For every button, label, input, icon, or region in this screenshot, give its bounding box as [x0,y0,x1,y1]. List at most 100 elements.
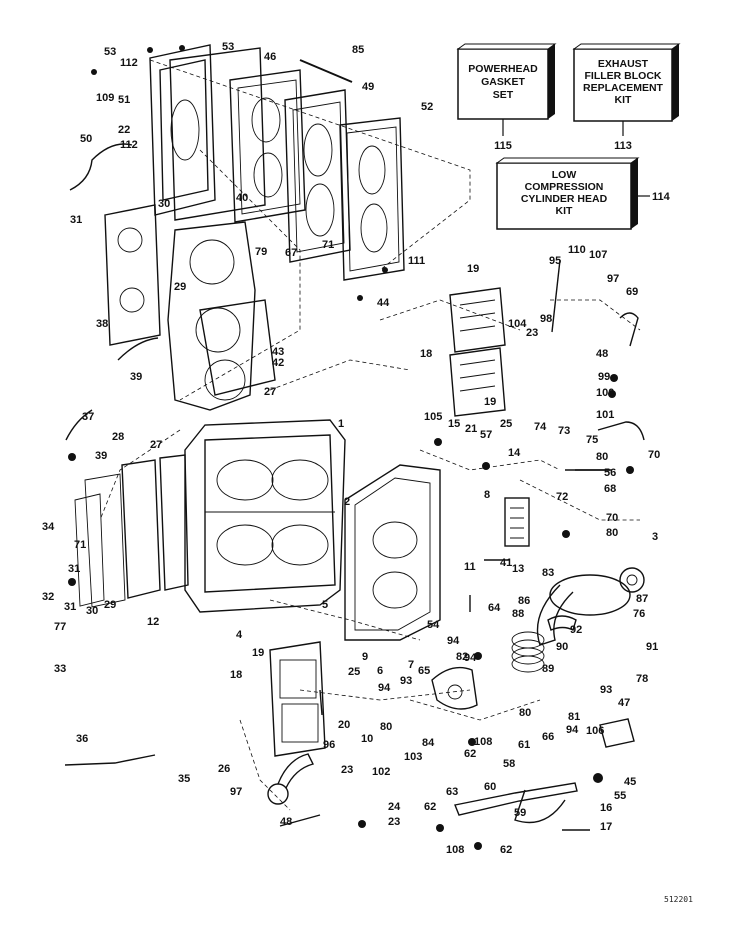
intake-manifold-plate [169,47,306,223]
part-number-callout: 21 [465,423,477,435]
part-number-callout: 80 [596,451,608,463]
part-number-callout: 94 [378,682,391,694]
cylinder-block [184,419,346,613]
part-number-callout: 17 [600,821,612,833]
part-number-callout: 51 [118,94,130,106]
part-number-callout: 10 [361,733,373,745]
part-number-callout: 45 [624,776,636,788]
part-number-callout: 112 [120,139,138,151]
part-number-callout: 97 [230,786,242,798]
part-number-callout: 31 [68,563,80,575]
part-number-callout: 37 [82,411,94,423]
part-number-callout: 49 [362,81,374,93]
part-number-callout: 19 [252,647,264,659]
part-number-callout: 3 [652,531,658,543]
part-number-callout: 26 [218,763,230,775]
part-number-callout: 110 [568,244,586,256]
part-number-callout: 96 [323,739,335,751]
part-number-callout: 55 [614,790,626,802]
box-line: SET [493,89,514,101]
part-number-callout: 56 [604,467,616,479]
part-number-callout: 105 [424,411,442,423]
box-line: COMPRESSION [525,181,604,193]
part-number-callout: 43 [272,346,284,358]
part-number-callout: 64 [488,602,501,614]
box-line: KIT [615,94,633,106]
part-number-callout: 77 [54,621,66,633]
part-number-callout: 102 [372,766,390,778]
box-line: REPLACEMENT [583,82,664,94]
part-number-callout: 50 [80,133,92,145]
part-number-callout: 47 [618,697,630,709]
part-number-callout: 20 [338,719,350,731]
part-number-callout: 27 [150,439,162,451]
part-number-callout: 11 [464,561,476,573]
part-number-callout: 104 [508,318,527,330]
part-number-callout: 93 [400,675,412,687]
part-number-callout: 87 [636,593,648,605]
part-number-callout: 34 [42,521,55,533]
part-number-callout: 27 [264,386,276,398]
part-number-callout: 93 [600,684,612,696]
crankcase-cover-plate [149,44,216,216]
part-number-callout: 19 [484,396,496,408]
part-number-callout: 82 [456,651,468,663]
part-number-callout: 19 [467,263,479,275]
part-number-callout: 68 [604,483,616,495]
part-number-callout: 58 [503,758,515,770]
part-number-callout: 78 [636,673,648,685]
box-line: CYLINDER HEAD [521,193,608,205]
part-number-callout: 65 [418,665,430,677]
part-number-callout: 80 [380,721,392,733]
part-number-callout: 46 [264,51,276,63]
part-number-callout: 91 [646,641,658,653]
part-number-callout: 48 [596,348,608,360]
part-number-callout: 14 [508,447,521,459]
part-number-callout: 85 [352,44,364,56]
cylinder-head-assembly [104,204,276,411]
part-number-callout: 36 [76,733,88,745]
part-number-callout: 32 [42,591,54,603]
part-number-callout: 112 [120,57,138,69]
box-line: FILLER BLOCK [585,70,662,82]
part-number-callout: 7 [408,659,414,671]
part-number-callout: 1 [338,418,344,430]
part-number-callout: 98 [540,313,552,325]
part-number-callout: 30 [86,605,98,617]
part-number-callout: 40 [236,192,248,204]
part-number-callout: 95 [549,255,561,267]
box-line: POWERHEAD [468,63,538,75]
part-number-callout: 69 [626,286,638,298]
part-number-callout: 23 [526,327,538,339]
part-number-callout: 24 [388,801,401,813]
part-number-callout: 5 [322,599,328,611]
part-number-callout: 54 [427,619,440,631]
box-line: GASKET [481,76,525,88]
part-number-callout: 79 [255,246,267,258]
part-number-callout: 18 [420,348,432,360]
part-number-callout: 44 [377,297,390,309]
part-number-callout: 88 [512,608,524,620]
box-line: KIT [556,205,574,217]
part-number-callout: 23 [388,816,400,828]
part-number-callout: 80 [519,707,531,719]
part-number-callout: 13 [512,563,524,575]
part-number-callout: 25 [500,418,512,430]
part-number-callout: 53 [222,41,234,53]
assembly-guide-lines [99,59,641,811]
part-number-callout: 16 [600,802,612,814]
powerhead-gasket-box: POWERHEAD GASKET SET 115 [456,43,557,152]
low-compression-box: LOW COMPRESSION CYLINDER HEAD KIT 114 [495,157,671,230]
part-number-callout: 90 [556,641,568,653]
part-number-callout: 109 [96,92,114,104]
box-ref-number: 113 [614,140,632,152]
part-number-callout: 94 [566,724,579,736]
part-number-callout: 39 [130,371,142,383]
part-number-callout: 84 [422,737,435,749]
box-ref-number: 114 [652,191,671,203]
part-number-callout: 28 [112,431,124,443]
spring-coil [511,631,545,673]
lower-intake-assembly [267,641,326,805]
part-number-callout: 8 [484,489,490,501]
